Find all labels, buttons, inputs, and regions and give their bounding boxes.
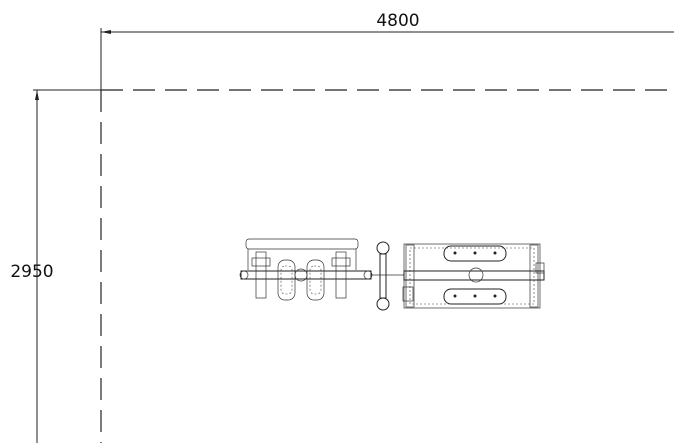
equipment-plan [239, 238, 545, 311]
column-shaft [379, 253, 387, 299]
center-column [371, 241, 404, 311]
height-arrow-top [35, 90, 39, 100]
safety-zone-boundary [100, 89, 674, 443]
bolt-6 [493, 294, 497, 298]
bracket-b [331, 257, 351, 267]
bracket-c [402, 286, 414, 302]
pedal-left-tread [280, 265, 293, 295]
left-end-cap [239, 270, 249, 280]
bolt-1 [453, 251, 457, 255]
right-unit-beam [403, 270, 545, 281]
column-top-cap [376, 241, 390, 255]
bracket-d [535, 262, 545, 274]
pedal-right-tread [309, 265, 322, 295]
seat-bottom [443, 288, 507, 305]
right-unit-frame [403, 243, 541, 309]
right-unit-inner [409, 247, 535, 305]
pedal-right [306, 259, 325, 301]
bracket-a [251, 257, 271, 267]
bolt-2 [473, 251, 477, 255]
pedal-hub [294, 268, 308, 282]
left-unit [239, 238, 373, 301]
seat-top [443, 245, 507, 262]
right-post-right [529, 244, 539, 308]
right-post-left [405, 244, 415, 308]
height-label: 2950 [10, 262, 53, 282]
pedal-left [277, 259, 296, 301]
bolt-5 [473, 294, 477, 298]
left-post-b [335, 251, 347, 299]
column-bottom-cap [376, 297, 390, 311]
left-post-a [255, 251, 267, 299]
width-dimension: 4800 [100, 11, 674, 90]
height-dimension: 2950 [10, 89, 101, 443]
right-unit-hub [468, 267, 484, 283]
bolt-3 [493, 251, 497, 255]
bolt-4 [453, 294, 457, 298]
right-unit [402, 243, 545, 309]
width-arrow-left [101, 30, 111, 34]
width-label: 4800 [376, 11, 419, 31]
left-handrail [245, 238, 359, 250]
